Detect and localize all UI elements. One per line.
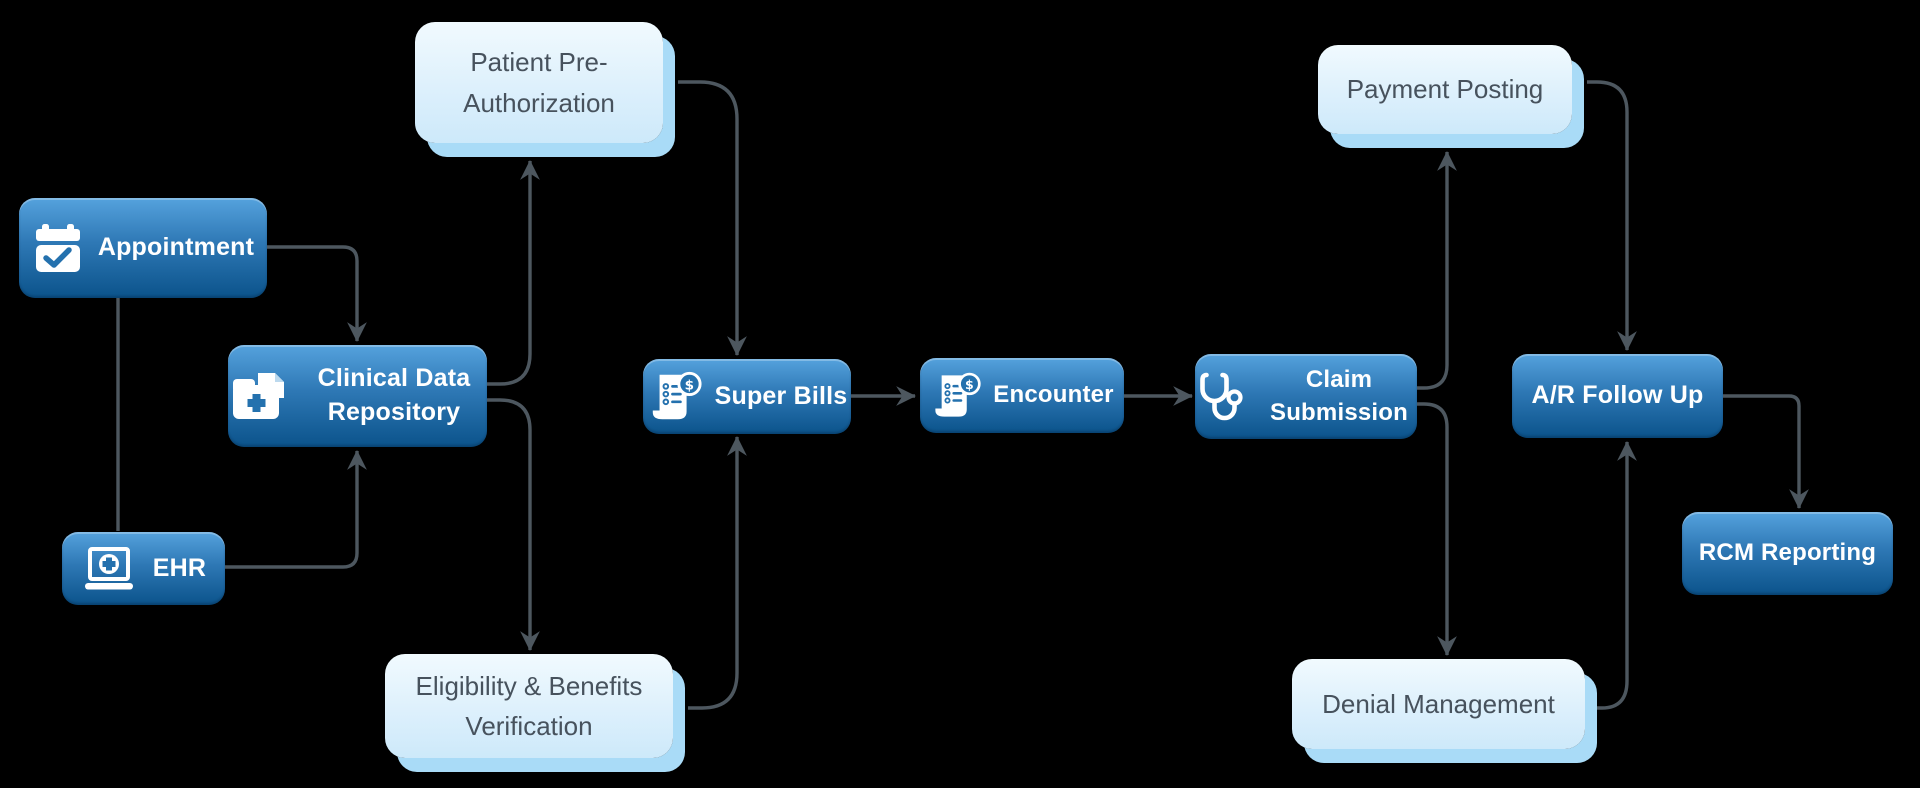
node-rcm-reporting[interactable]: RCM Reporting	[1682, 512, 1893, 595]
laptop-medical-icon	[84, 546, 133, 589]
edge-claim-submission-to-denial-management	[1417, 402, 1457, 656]
node-label: Super Bills	[714, 381, 848, 410]
node-label: Claim Submission	[1269, 366, 1409, 426]
stethoscope-icon	[1200, 372, 1243, 420]
edge-appointment-to-clinical-data-repository	[267, 245, 367, 342]
node-label: Patient Pre-Authorization	[463, 47, 615, 118]
node-label: Clinical Data Repository	[317, 364, 471, 426]
node-label: A/R Follow Up	[1531, 381, 1704, 410]
node-label: Eligibility & Benefits Verification	[415, 670, 643, 741]
node-label: Appointment	[97, 233, 255, 262]
billing-receipt-icon: $	[652, 371, 702, 419]
medical-folder-icon	[233, 373, 284, 419]
edge-clinical-data-repository-to-eligibility-benefits-verification	[487, 398, 540, 651]
node-label: RCM Reporting	[1698, 539, 1877, 567]
node-claim-submission[interactable]: Claim Submission	[1195, 354, 1417, 439]
edge-patient-pre-authorization-to-super-bills	[678, 80, 747, 356]
node-label: Denial Management	[1322, 688, 1555, 719]
node-label: EHR	[152, 553, 207, 582]
calendar-check-icon	[35, 224, 80, 272]
dollar-glyph: $	[684, 377, 694, 393]
edge-eligibility-benefits-verification-to-super-bills	[688, 436, 747, 710]
node-payment-posting[interactable]: Payment Posting	[1318, 45, 1572, 134]
node-denial-management[interactable]: Denial Management	[1292, 659, 1585, 749]
node-appointment[interactable]: Appointment	[19, 198, 267, 298]
node-label: Payment Posting	[1346, 74, 1544, 105]
node-eligibility-benefits-verification[interactable]: Eligibility & Benefits Verification	[385, 654, 673, 758]
billing-receipt-icon: $	[935, 372, 981, 417]
node-super-bills[interactable]: $ Super Bills	[643, 359, 851, 434]
edge-ehr-to-clinical-data-repository	[225, 450, 367, 569]
dollar-glyph: $	[965, 376, 974, 391]
node-patient-pre-authorization[interactable]: Patient Pre-Authorization	[415, 22, 663, 143]
edge-payment-posting-to-ar-follow-up	[1587, 80, 1637, 351]
edge-denial-management-to-ar-follow-up	[1597, 441, 1637, 710]
node-clinical-data-repository[interactable]: Clinical Data Repository	[228, 345, 487, 447]
node-label: Encounter	[993, 381, 1114, 409]
node-ar-follow-up[interactable]: A/R Follow Up	[1512, 354, 1723, 438]
edge-clinical-data-repository-to-patient-pre-authorization	[487, 160, 540, 386]
edge-ar-follow-up-to-rcm-reporting	[1723, 394, 1809, 509]
node-encounter[interactable]: $ Encounter	[920, 358, 1124, 433]
node-ehr[interactable]: EHR	[62, 532, 225, 605]
edge-claim-submission-to-payment-posting	[1417, 151, 1457, 390]
